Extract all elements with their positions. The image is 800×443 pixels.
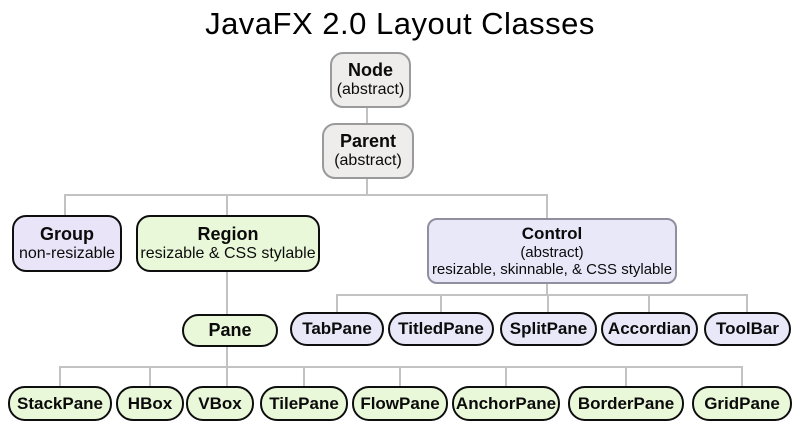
connector-hbox-drop (149, 366, 151, 387)
class-box-borderpane: BorderPane (568, 386, 684, 421)
connector-splitpane-drop (547, 294, 549, 313)
connector-accordian-drop (648, 294, 650, 313)
connector-control-drop (546, 194, 548, 220)
class-label-hbox: HBox (127, 393, 173, 413)
connector-anchorpane-drop (505, 366, 507, 387)
class-label-gridpane: GridPane (704, 393, 780, 413)
class-box-region: Region resizable & CSS stylable (136, 215, 320, 272)
class-label-vbox: VBox (198, 393, 242, 413)
connector-borderpane-drop (625, 366, 627, 387)
class-sub-node: (abstract) (336, 81, 405, 99)
class-label-borderpane: BorderPane (577, 393, 675, 413)
class-label-tilepane: TilePane (269, 393, 339, 413)
class-box-flowpane: FlowPane (352, 386, 448, 421)
class-sub2-control: resizable, skinnable, & CSS stylable (431, 260, 673, 278)
class-box-node: Node (abstract) (330, 52, 411, 108)
class-box-control: Control (abstract) resizable, skinnable,… (427, 218, 677, 284)
class-label-splitpane: SplitPane (509, 319, 588, 339)
class-sub-region: resizable & CSS stylable (140, 244, 316, 262)
class-label-titledpane: TitledPane (398, 319, 484, 339)
class-box-pane: Pane (182, 314, 278, 347)
connector-control-riser (546, 282, 548, 295)
class-label-control: Control (521, 223, 583, 243)
class-label-tabpane: TabPane (302, 319, 372, 339)
class-box-vbox: VBox (186, 386, 254, 421)
connector-stackpane-drop (59, 366, 61, 387)
connector-group-drop (64, 194, 66, 217)
class-box-gridpane: GridPane (692, 386, 792, 421)
class-label-toolbar: ToolBar (716, 319, 779, 339)
class-sub-group: non-resizable (18, 244, 116, 262)
class-label-pane: Pane (208, 320, 252, 341)
class-box-anchorpane: AnchorPane (452, 386, 560, 421)
class-box-parent: Parent (abstract) (322, 123, 414, 179)
class-sub-control: (abstract) (520, 243, 584, 261)
class-label-accordian: Accordian (607, 319, 692, 339)
class-box-titledpane: TitledPane (388, 312, 494, 346)
connector-titledpane-drop (440, 294, 442, 313)
diagram-title: JavaFX 2.0 Layout Classes (205, 6, 595, 41)
connector-flowpane-drop (399, 366, 401, 387)
connector-tabpane-drop (336, 294, 338, 313)
class-box-hbox: HBox (116, 386, 184, 421)
connector-region-drop (226, 194, 228, 217)
class-label-node: Node (348, 60, 393, 81)
class-box-stackpane: StackPane (8, 386, 112, 421)
class-label-stackpane: StackPane (17, 393, 103, 413)
class-sub-parent: (abstract) (334, 152, 402, 170)
class-box-tabpane: TabPane (290, 312, 384, 346)
class-label-parent: Parent (339, 131, 397, 152)
class-label-flowpane: FlowPane (360, 393, 440, 413)
connector-toolbar-drop (746, 294, 748, 313)
class-box-accordian: Accordian (601, 312, 698, 346)
class-box-tilepane: TilePane (260, 386, 348, 421)
connector-level2-rail (64, 194, 548, 196)
class-label-region: Region (197, 223, 259, 244)
class-box-group: Group non-resizable (12, 215, 122, 272)
connector-pane-rail (60, 366, 742, 368)
connector-node-parent (366, 106, 368, 125)
class-label-anchorpane: AnchorPane (455, 393, 557, 413)
connector-tilepane-drop (303, 366, 305, 387)
connector-gridpane-drop (741, 366, 743, 387)
connector-control-rail (336, 294, 748, 296)
class-label-group: Group (40, 223, 94, 244)
class-box-splitpane: SplitPane (500, 312, 597, 346)
class-box-toolbar: ToolBar (704, 312, 791, 346)
connector-parent-riser (366, 178, 368, 195)
